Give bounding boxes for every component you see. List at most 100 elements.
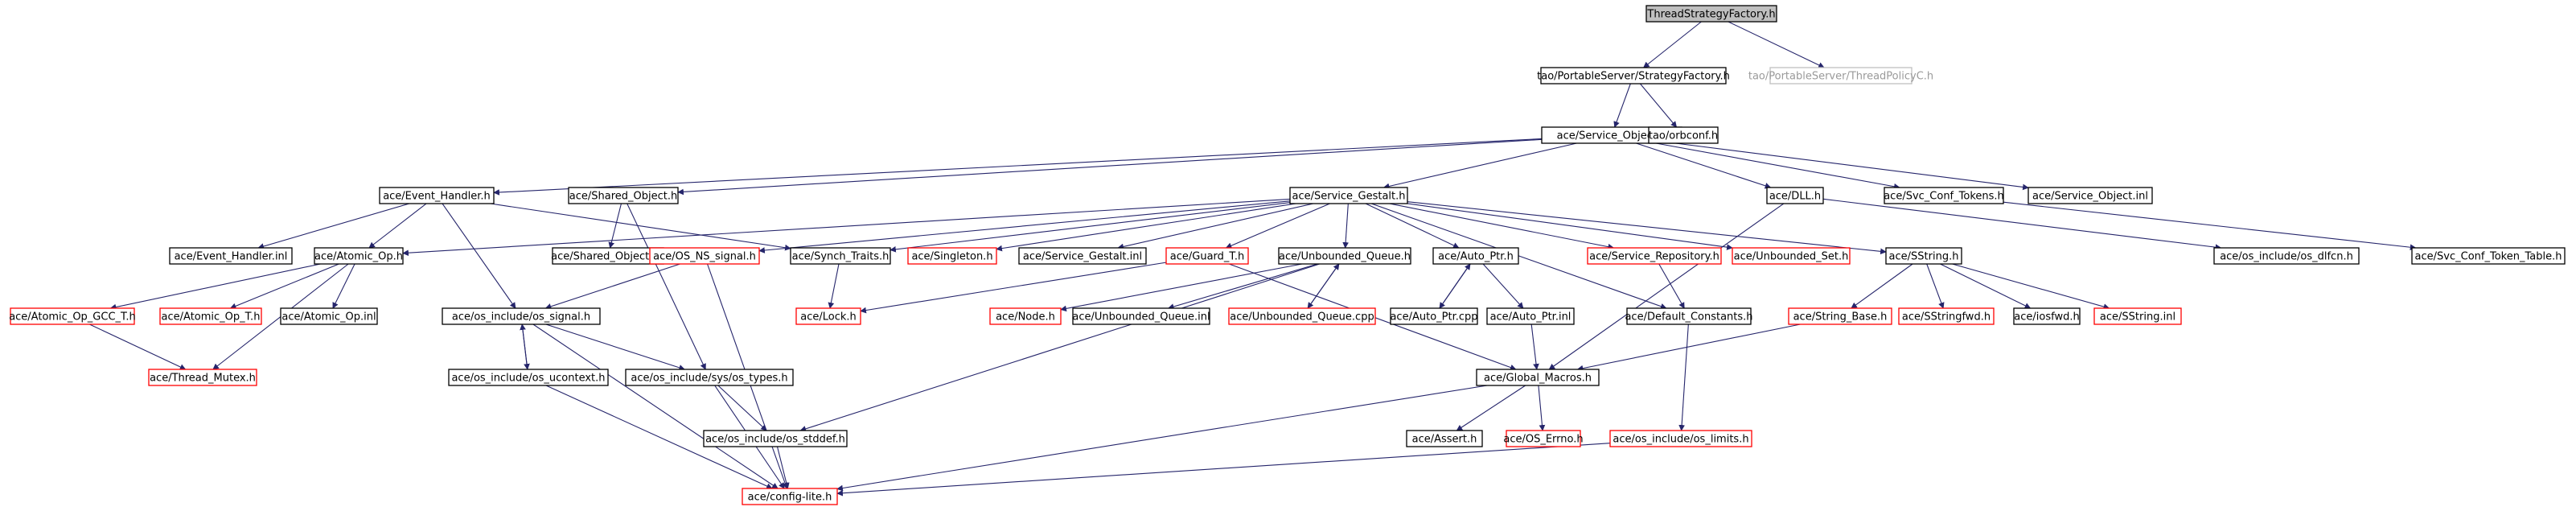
node-n21[interactable]: ace/Service_Repository.h [1587, 247, 1722, 265]
edge-n23-n40 [1952, 263, 2110, 310]
node-n45[interactable]: ace/os_include/os_stddef.h [703, 430, 848, 447]
node-n33[interactable]: ace/Unbounded_Queue.cpp [1228, 307, 1376, 325]
node-n0[interactable]: ThreadStrategyFactory.h [1645, 5, 1777, 23]
node-n10[interactable]: ace/Service_Object.inl [2028, 187, 2153, 204]
edge-n48-n49 [836, 443, 1611, 497]
node-n3[interactable]: ace/Service_Object.h [1541, 126, 1682, 144]
node-n29[interactable]: ace/os_include/os_signal.h [442, 307, 601, 325]
node-n14[interactable]: ace/OS_NS_signal.h [649, 247, 760, 265]
node-n20[interactable]: ace/Auto_Ptr.h [1432, 247, 1519, 265]
node-n42[interactable]: ace/os_include/os_ucontext.h [448, 369, 609, 386]
node-n16[interactable]: ace/Singleton.h [907, 247, 997, 265]
node-n25[interactable]: ace/Svc_Conf_Token_Table.h [2411, 247, 2566, 265]
node-label: ace/Service_Repository.h [1589, 251, 1719, 263]
node-label: ace/os_include/os_stddef.h [705, 434, 845, 446]
node-n41[interactable]: ace/Thread_Mutex.h [148, 369, 257, 386]
edge-n15-n30 [828, 263, 840, 309]
edge-n42-n49 [545, 385, 773, 489]
node-box [1766, 187, 1824, 204]
node-box [1228, 307, 1376, 325]
node-box [1406, 430, 1483, 447]
node-n24[interactable]: ace/os_include/os_dlfcn.h [2213, 247, 2360, 265]
node-n2[interactable]: tao/PortableServer/ThreadPolicyC.h [1748, 67, 1933, 84]
node-n8[interactable]: ace/DLL.h [1766, 187, 1824, 204]
node-label: ace/Service_Object.inl [2032, 191, 2148, 203]
node-n17[interactable]: ace/Service_Gestalt.inl [1018, 247, 1147, 265]
edge-n7-n20 [1365, 203, 1460, 249]
node-label: ace/Auto_Ptr.inl [1490, 311, 1571, 323]
node-label: ace/os_include/os_dlfcn.h [2220, 251, 2353, 263]
node-n4[interactable]: tao/orbconf.h [1648, 126, 1719, 144]
node-n18[interactable]: ace/Guard_T.h [1165, 247, 1249, 265]
node-n28[interactable]: ace/Atomic_Op.inl [280, 307, 378, 325]
node-n35[interactable]: ace/Auto_Ptr.inl [1486, 307, 1575, 325]
node-label: ace/Atomic_Op_GCC_T.h [9, 311, 136, 323]
node-layer: ThreadStrategyFactory.h tao/PortableServe… [9, 5, 2566, 505]
edge-n3-n5 [493, 138, 1543, 196]
node-label: ace/os_include/os_signal.h [452, 311, 590, 323]
edge-n3-n10 [1675, 142, 2029, 191]
node-label: ace/Auto_Ptr.cpp [1390, 311, 1477, 323]
node-n22[interactable]: ace/Unbounded_Set.h [1732, 247, 1851, 265]
node-n30[interactable]: ace/Lock.h [795, 307, 861, 325]
node-n34[interactable]: ace/Auto_Ptr.cpp [1390, 307, 1478, 325]
node-n38[interactable]: ace/SStringfwd.h [1898, 307, 1995, 325]
edge-n3-n8 [1636, 142, 1772, 189]
node-box [2013, 307, 2081, 325]
node-n32[interactable]: ace/Unbounded_Queue.inl [1072, 307, 1210, 325]
node-label: ace/DLL.h [1769, 191, 1821, 203]
node-n40[interactable]: ace/SString.inl [2093, 307, 2182, 325]
node-n46[interactable]: ace/Assert.h [1406, 430, 1483, 447]
node-label: ace/SString.inl [2100, 311, 2175, 323]
node-box [2028, 187, 2153, 204]
node-label: ace/os_include/sys/os_types.h [631, 373, 787, 385]
node-n26[interactable]: ace/Atomic_Op_GCC_T.h [9, 307, 136, 325]
edge-n19-n45 [799, 263, 1320, 432]
node-label: ace/SStringfwd.h [1902, 311, 1991, 323]
node-box [907, 247, 997, 265]
node-n31[interactable]: ace/Node.h [989, 307, 1062, 325]
edge-n5-n29 [442, 203, 516, 309]
node-n7[interactable]: ace/Service_Gestalt.h [1289, 187, 1408, 204]
edge-n6-n13 [608, 203, 622, 249]
node-box [1506, 430, 1581, 447]
node-box [10, 307, 135, 325]
node-n44[interactable]: ace/Global_Macros.h [1476, 369, 1600, 386]
node-label: ace/Svc_Conf_Tokens.h [1884, 191, 2004, 203]
node-label: ace/Event_Handler.h [383, 191, 491, 203]
edge-n8-n44 [1548, 203, 1785, 370]
node-label: ace/Default_Constants.h [1625, 311, 1752, 323]
edge-n12-n27 [229, 263, 339, 309]
node-n1[interactable]: tao/PortableServer/StrategyFactory.h [1537, 67, 1730, 84]
node-n27[interactable]: ace/Atomic_Op_T.h [159, 307, 262, 325]
node-n49[interactable]: ace/config-lite.h [742, 488, 838, 505]
node-n48[interactable]: ace/os_include/os_limits.h [1609, 430, 1752, 447]
node-n43[interactable]: ace/os_include/sys/os_types.h [625, 369, 794, 386]
edge-n3-n9 [1655, 142, 1900, 190]
node-n47[interactable]: ace/OS_Errno.h [1503, 430, 1584, 447]
edge-n44-n49 [836, 385, 1488, 492]
node-n6[interactable]: ace/Shared_Object.h [568, 187, 679, 204]
node-n15[interactable]: ace/Synch_Traits.h [790, 247, 891, 265]
edge-n7-n23 [1407, 201, 1887, 255]
node-n11[interactable]: ace/Event_Handler.inl [169, 247, 293, 265]
node-label: ace/Atomic_Op.inl [281, 311, 376, 323]
node-label: ace/Synch_Traits.h [792, 251, 889, 263]
edge-n7-n19 [1342, 203, 1349, 249]
node-n39[interactable]: ace/iosfwd.h [2013, 307, 2081, 325]
node-n5[interactable]: ace/Event_Handler.h [379, 187, 495, 204]
edge-n0-n2 [1728, 21, 1825, 68]
node-n9[interactable]: ace/Svc_Conf_Tokens.h [1884, 187, 2004, 204]
node-n37[interactable]: ace/String_Base.h [1788, 307, 1892, 325]
node-box [448, 369, 609, 386]
node-n36[interactable]: ace/Default_Constants.h [1625, 307, 1753, 325]
node-n12[interactable]: ace/Atomic_Op.h [314, 247, 404, 265]
edge-n6-n43 [627, 203, 706, 370]
node-n23[interactable]: ace/SString.h [1885, 247, 1962, 265]
node-box [1648, 126, 1719, 144]
node-n19[interactable]: ace/Unbounded_Queue.h [1278, 247, 1411, 265]
edge-n9-n25 [2003, 201, 2417, 251]
edge-n7-n17 [1117, 203, 1313, 250]
node-box [1898, 307, 1995, 325]
node-n13[interactable]: ace/Shared_Object.inl [551, 247, 665, 265]
